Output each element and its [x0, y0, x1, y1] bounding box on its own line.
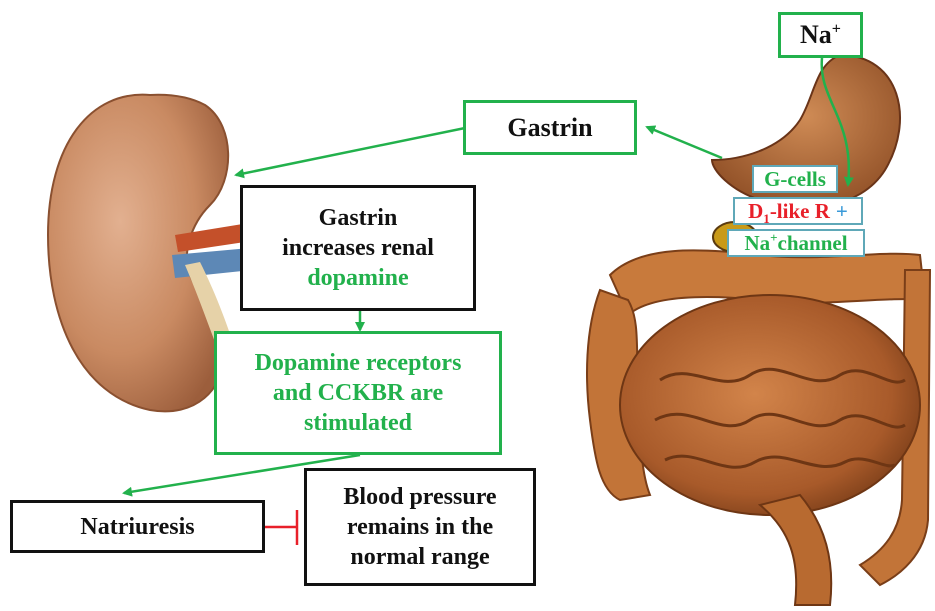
- g-cells-label: G-cells: [752, 165, 838, 193]
- arrow-gastrin-to-kidney: [236, 128, 465, 175]
- na-channel-label: Na+channel: [727, 229, 865, 257]
- blood-pressure-box: Blood pressure remains in the normal ran…: [304, 468, 536, 586]
- plus-sign: +: [836, 199, 848, 223]
- arrow-gcells-to-gastrin: [647, 127, 722, 158]
- gastrin-increases-dopamine-box: Gastrin increases renal dopamine: [240, 185, 476, 311]
- dopamine-receptors-box: Dopamine receptors and CCKBR are stimula…: [214, 331, 502, 455]
- inhibition-connector: [265, 510, 297, 545]
- natriuresis-box: Natriuresis: [10, 500, 265, 553]
- sodium-box: Na+: [778, 12, 863, 58]
- gastrin-box: Gastrin: [463, 100, 637, 155]
- digestive-system-illustration: [587, 55, 930, 605]
- d1-like-receptor-label: D1-like R +: [733, 197, 863, 225]
